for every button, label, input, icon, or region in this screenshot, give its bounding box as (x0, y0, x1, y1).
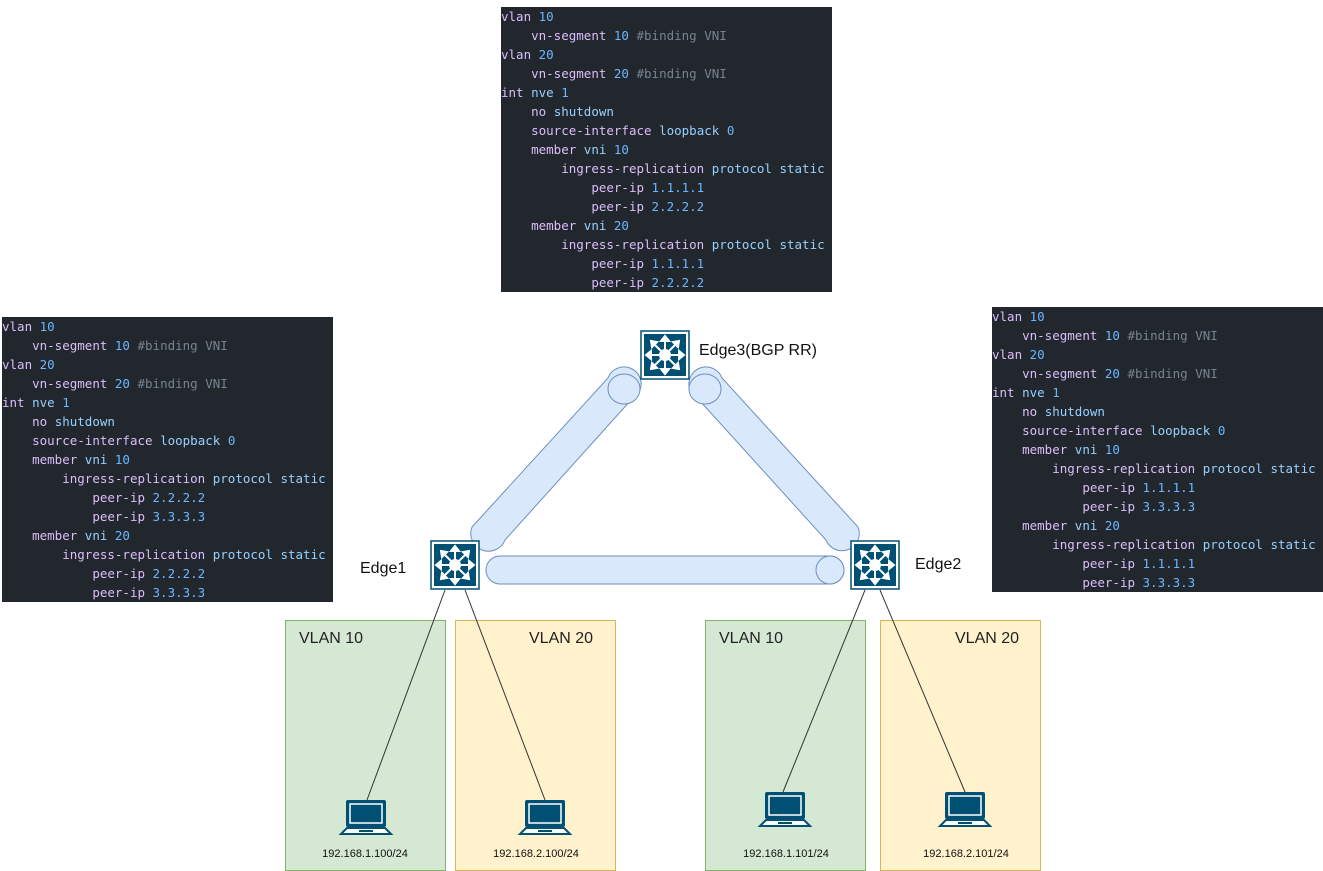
code-line: vlan 10 (2, 319, 55, 334)
host-ip-label: 192.168.2.101/24 (923, 848, 1009, 860)
zone-label: VLAN 20 (955, 630, 1020, 647)
l3-switch-icon (430, 540, 480, 590)
code-line: ingress-replication protocol static (62, 547, 326, 562)
node-label-edge1: Edge1 (360, 560, 407, 577)
code-line: member vni 10 (32, 452, 130, 467)
code-line: vlan 20 (501, 47, 554, 62)
code-line: vlan 10 (501, 9, 554, 24)
code-line: ingress-replication protocol static (62, 471, 326, 486)
code-line: source-interface loopback 0 (531, 123, 735, 138)
link-edge2-host4 (879, 589, 966, 793)
code-line: int nve 1 (501, 85, 569, 100)
code-line: peer-ip 2.2.2.2 (92, 566, 206, 581)
code-line: int nve 1 (992, 385, 1060, 400)
code-line: vn-segment 10 #binding VNI (32, 338, 228, 353)
code-line: ingress-replication protocol static (561, 237, 825, 252)
laptop-icon (939, 791, 991, 827)
code-line: peer-ip 3.3.3.3 (92, 509, 206, 524)
code-line: no shutdown (531, 104, 614, 119)
code-line: vn-segment 10 #binding VNI (531, 28, 727, 43)
code-line: vn-segment 20 #binding VNI (1022, 366, 1218, 381)
vlan-zone-edge2-vlan20 (880, 620, 1041, 871)
node-label-edge3: Edge3(BGP RR) (699, 342, 817, 359)
code-line: source-interface loopback 0 (1022, 423, 1226, 438)
code-line: peer-ip 3.3.3.3 (92, 585, 206, 600)
vxlan-tunnel-edge3-edge2 (688, 366, 860, 552)
code-line: ingress-replication protocol static (561, 161, 825, 176)
link-edge1-host2 (464, 589, 546, 801)
code-line: member vni 10 (531, 142, 629, 157)
config-block-top: vlan 10 vn-segment 10 #binding VNI vlan 2… (501, 7, 832, 292)
node-label-edge2: Edge2 (915, 556, 962, 573)
code-line: vlan 20 (2, 357, 55, 372)
l3-switch-icon (640, 330, 690, 380)
code-line: peer-ip 1.1.1.1 (1082, 556, 1196, 571)
link-edge1-host1 (366, 589, 446, 801)
code-line: member vni 10 (1022, 442, 1120, 457)
code-line: peer-ip 1.1.1.1 (1082, 480, 1196, 495)
code-line: ingress-replication protocol static (1052, 537, 1316, 552)
code-line: member vni 20 (32, 528, 130, 543)
code-line: no shutdown (32, 414, 115, 429)
code-line: peer-ip 2.2.2.2 (591, 199, 705, 214)
zone-label: VLAN 10 (299, 630, 364, 647)
code-line: source-interface loopback 0 (32, 433, 236, 448)
code-line: peer-ip 3.3.3.3 (1082, 575, 1196, 590)
vxlan-tunnel-edge1-edge2 (485, 555, 845, 585)
vxlan-tunnel-edge1-edge3 (470, 366, 642, 552)
host-ip-label: 192.168.1.101/24 (743, 848, 829, 860)
link-edge2-host3 (782, 589, 866, 793)
zone-label: VLAN 10 (719, 630, 784, 647)
code-line: ingress-replication protocol static (1052, 461, 1316, 476)
code-line: int nve 1 (2, 395, 70, 410)
code-line: peer-ip 1.1.1.1 (591, 256, 705, 271)
code-line: member vni 20 (531, 218, 629, 233)
laptop-icon (759, 791, 811, 827)
laptop-icon (340, 799, 392, 835)
code-line: vlan 10 (992, 309, 1045, 324)
code-line: vn-segment 20 #binding VNI (531, 66, 727, 81)
l3-switch-icon (850, 540, 900, 590)
code-line: vn-segment 10 #binding VNI (1022, 328, 1218, 343)
host-ip-label: 192.168.1.100/24 (322, 848, 408, 860)
code-line: vlan 20 (992, 347, 1045, 362)
zone-label: VLAN 20 (529, 630, 594, 647)
laptop-icon (519, 799, 571, 835)
code-line: vn-segment 20 #binding VNI (32, 376, 228, 391)
code-line: peer-ip 1.1.1.1 (591, 180, 705, 195)
code-line: no shutdown (1022, 404, 1105, 419)
config-block-edge2: vlan 10 vn-segment 10 #binding VNI vlan 2… (992, 307, 1323, 592)
code-line: peer-ip 2.2.2.2 (591, 275, 705, 290)
code-line: peer-ip 2.2.2.2 (92, 490, 206, 505)
code-line: member vni 20 (1022, 518, 1120, 533)
code-line: peer-ip 3.3.3.3 (1082, 499, 1196, 514)
config-block-edge1: vlan 10 vn-segment 10 #binding VNI vlan 2… (2, 317, 333, 602)
host-ip-label: 192.168.2.100/24 (493, 848, 579, 860)
